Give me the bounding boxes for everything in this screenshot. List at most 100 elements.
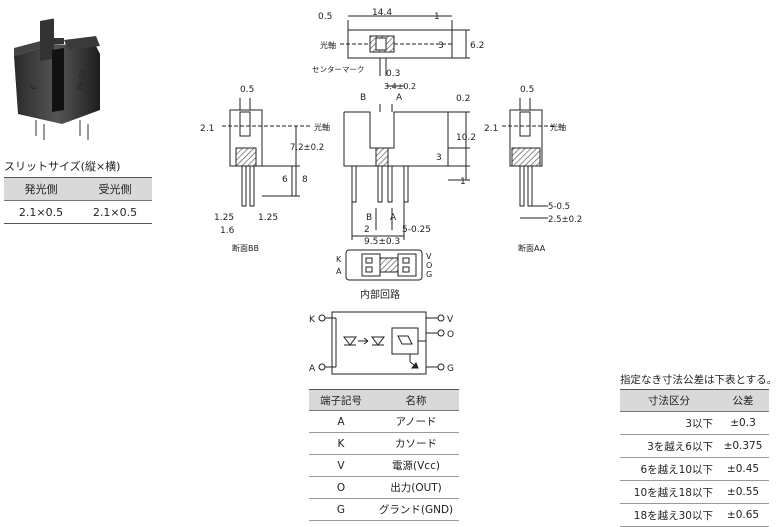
tolerance-value: ±0.55 <box>717 480 769 504</box>
slit-size-table: 発光側 受光側 2.1×0.5 2.1×0.5 <box>4 177 152 224</box>
terminal-symbol: K <box>309 432 373 455</box>
terminal-name: 電源(Vcc) <box>373 454 459 477</box>
top-optical-axis: 光軸 <box>320 40 336 50</box>
aa-dim-2-1: 2.1 <box>484 124 498 134</box>
front-dim-2: 2 <box>364 225 370 235</box>
table-row: 18を越え30以下±0.65 <box>620 503 769 527</box>
front-b: B <box>360 93 366 103</box>
terminal-name: カソード <box>373 432 459 455</box>
slit-size-title: スリットサイズ(縦×横) <box>4 160 121 173</box>
bb-axis: 光軸 <box>314 122 330 132</box>
terminal-header-name: 名称 <box>373 389 459 411</box>
circuit-title: 内部回路 <box>360 288 400 301</box>
terminal-symbol: V <box>309 454 373 477</box>
pin-o: O <box>426 261 432 270</box>
top-dim-14-4: 14.4 <box>372 8 392 18</box>
front-a2: A <box>390 213 397 223</box>
tolerance-table: 寸法区分 公差 3以下±0.3 3を越え6以下±0.375 6を越え10以下±0… <box>620 389 769 527</box>
photo-mark-b: EE-SX <box>76 68 87 90</box>
circuit-k: K <box>309 315 316 325</box>
front-b2: B <box>366 213 372 223</box>
slit-header-receiver: 受光側 <box>78 177 152 201</box>
terminal-name: 出力(OUT) <box>373 476 459 499</box>
circuit-g: G <box>447 364 454 374</box>
bb-dim-7-2: 7.2±0.2 <box>290 143 324 153</box>
front-dim-10-2: 10.2 <box>456 133 476 143</box>
pin-v: V <box>426 252 432 261</box>
tolerance-value: ±0.45 <box>717 457 769 481</box>
bb-dim-2-1: 2.1 <box>200 124 214 134</box>
bb-dim-1-25a: 1.25 <box>214 213 234 223</box>
pin-g: G <box>426 270 432 279</box>
tolerance-range: 3以下 <box>620 411 717 435</box>
tolerance-range: 6を越え10以下 <box>620 457 717 481</box>
top-dim-3: 3 <box>438 41 444 51</box>
top-dim-1: 1 <box>434 12 440 22</box>
top-dim-6-2: 6.2 <box>470 41 484 51</box>
front-dim-1: 1 <box>460 177 466 187</box>
product-photo: E EE-SX <box>14 18 100 140</box>
aa-label: 断面AA <box>518 243 546 253</box>
terminal-name: アノード <box>373 410 459 433</box>
front-view <box>343 104 470 240</box>
terminal-name: グランド(GND) <box>373 498 459 521</box>
bb-dim-1-25b: 1.25 <box>258 213 278 223</box>
pin-a: A <box>336 267 342 276</box>
terminal-symbol: A <box>309 410 373 433</box>
pin-k: K <box>336 255 342 264</box>
front-dim-5-0-25: 5-0.25 <box>402 225 431 235</box>
bb-dim-8: 8 <box>302 175 308 185</box>
top-dim-0-5: 0.5 <box>318 12 332 22</box>
tolerance-value: ±0.65 <box>717 503 769 527</box>
bb-dim-1-6: 1.6 <box>220 226 235 236</box>
front-a: A <box>396 93 403 103</box>
bb-label: 断面BB <box>232 243 259 253</box>
table-row: 3以下±0.3 <box>620 411 769 435</box>
aa-dim-2-5: 2.5±0.2 <box>548 215 582 225</box>
aa-dim-0-5: 0.5 <box>520 85 534 95</box>
circuit-diagram <box>318 311 445 375</box>
pin-layout-view <box>345 249 423 281</box>
bb-dim-0-5: 0.5 <box>240 85 254 95</box>
tolerance-range: 3を越え6以下 <box>620 434 717 458</box>
aa-axis: 光軸 <box>550 122 566 132</box>
tolerance-range: 18を越え30以下 <box>620 503 717 527</box>
terminal-symbol: O <box>309 476 373 499</box>
terminal-symbol: G <box>309 498 373 521</box>
bb-dim-6: 6 <box>282 175 288 185</box>
tolerance-header-tol: 公差 <box>717 389 769 412</box>
section-bb <box>222 98 310 207</box>
slit-value-emitter: 2.1×0.5 <box>4 200 78 224</box>
front-dim-3: 3 <box>436 153 442 163</box>
circuit-v: V <box>447 315 454 325</box>
tolerance-range: 10を越え18以下 <box>620 480 717 504</box>
top-dim-3-4: 3.4±0.2 <box>384 82 416 91</box>
table-row: 3を越え6以下±0.375 <box>620 434 769 458</box>
tolerance-value: ±0.375 <box>717 434 769 458</box>
top-dim-0-3: 0.3 <box>386 69 400 79</box>
slit-header-emitter: 発光側 <box>4 177 78 201</box>
photo-mark-a: E <box>30 85 39 91</box>
tolerance-header-range: 寸法区分 <box>620 389 717 412</box>
tolerance-value: ±0.3 <box>717 411 769 435</box>
top-center-mark: センターマーク <box>312 65 365 74</box>
slit-value-receiver: 2.1×0.5 <box>78 200 152 224</box>
terminal-header-symbol: 端子記号 <box>309 389 373 411</box>
front-dim-0-2: 0.2 <box>456 94 470 104</box>
circuit-o: O <box>447 330 454 340</box>
table-row: 10を越え18以下±0.55 <box>620 480 769 504</box>
front-dim-9-5: 9.5±0.3 <box>364 237 400 247</box>
tolerance-title: 指定なき寸法公差は下表とする。 <box>620 374 776 386</box>
circuit-a: A <box>309 364 316 374</box>
table-row: 6を越え10以下±0.45 <box>620 457 769 481</box>
aa-dim-5-0-5: 5-0.5 <box>548 202 570 212</box>
top-view <box>340 15 470 87</box>
section-aa <box>502 98 556 219</box>
